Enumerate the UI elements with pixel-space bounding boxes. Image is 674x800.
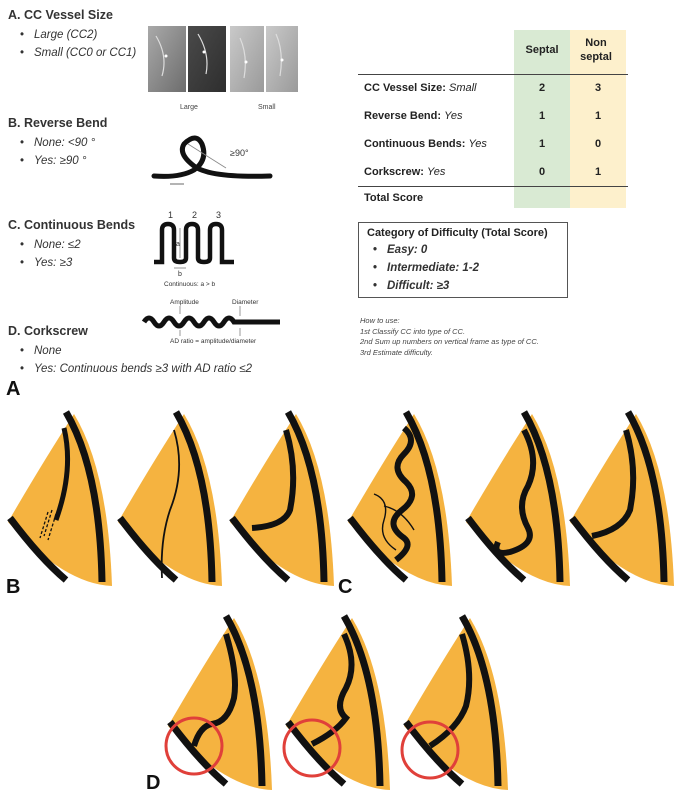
heart-schematic-b1 [7, 410, 112, 586]
continuous-bends-title: C. Continuous Bends [8, 218, 136, 232]
septal-header: Septal [525, 44, 559, 56]
septal-value: 2 [538, 82, 546, 94]
vessel-size-list: Large (CC2) Small (CC0 or CC1) [14, 26, 136, 62]
table-row-label: Corkscrew: Yes [364, 166, 446, 178]
non-septal-value: 0 [594, 138, 602, 150]
non-septal-value: 1 [594, 166, 602, 178]
panel-b-letter: B [6, 576, 21, 598]
angiogram-large-1 [148, 26, 186, 92]
corkscrew-list: None Yes: Continuous bends ≥3 with AD ra… [14, 342, 344, 378]
ad-ratio-caption: AD ratio = amplitude/diameter [170, 338, 257, 345]
highlight-circle [164, 716, 224, 776]
panel-a-letter: A [6, 378, 21, 400]
vessel-size-item: Small (CC0 or CC1) [14, 44, 136, 62]
how-to-step: 3rd Estimate difficulty. [360, 347, 433, 357]
caption-small: Small [258, 104, 276, 111]
highlight-circle [400, 720, 460, 780]
angiogram-thumbnails [148, 26, 298, 92]
corkscrew-item: None [14, 342, 344, 360]
diameter-label: Diameter [232, 299, 259, 306]
table-row-label: Continuous Bends: Yes [364, 138, 487, 150]
corkscrew-item: Yes: Continuous bends ≥3 with AD ratio ≤… [14, 360, 344, 378]
heart-schematic-d2 [282, 614, 390, 790]
difficulty-item: Easy: 0 [367, 241, 559, 259]
difficulty-item: Intermediate: 1-2 [367, 259, 559, 277]
bend-number: 2 [192, 210, 197, 220]
caption-large: Large [180, 104, 198, 111]
heart-schematic-c1 [347, 410, 452, 586]
heart-schematic-c3 [569, 410, 674, 586]
difficulty-box: Category of Difficulty (Total Score) Eas… [358, 222, 568, 298]
how-to-title: How to use: [360, 316, 400, 325]
heart-schematic-d1 [164, 614, 272, 790]
reverse-bend-diagram: ≥90° [151, 135, 273, 185]
how-to-step: 1st Classify CC into type of CC. [360, 326, 466, 336]
non-septal-column-bg [570, 30, 626, 208]
score-table: Septal Non septal CC Vessel Size: Small … [358, 30, 638, 210]
table-row-label: CC Vessel Size: Small [364, 82, 477, 94]
table-rule-top [358, 74, 628, 75]
non-septal-value: 1 [594, 110, 602, 122]
bend-number: 3 [216, 210, 221, 220]
angle-label: ≥90° [230, 148, 249, 158]
reverse-bend-title: B. Reverse Bend [8, 116, 108, 130]
panel-c-letter: C [338, 576, 353, 598]
difficulty-list: Easy: 0 Intermediate: 1-2 Difficult: ≥3 [367, 241, 559, 295]
non-septal-value: 3 [594, 82, 602, 94]
continuous-bends-diagram: 1 2 3 a b Continuous: a > b [154, 210, 234, 288]
amplitude-label: Amplitude [170, 299, 199, 306]
septal-column-bg [514, 30, 570, 208]
septal-value: 1 [538, 138, 546, 150]
b-label: b [178, 271, 182, 278]
continuous-bends-item: Yes: ≥3 [14, 254, 81, 272]
vessel-size-title: A. CC Vessel Size [8, 8, 113, 22]
reverse-bend-item: Yes: ≥90 ° [14, 152, 95, 170]
heart-schematic-b2 [117, 410, 222, 586]
septal-value: 0 [538, 166, 546, 178]
table-rule-bottom [358, 186, 628, 187]
continuous-bends-item: None: ≤2 [14, 236, 81, 254]
how-to-use: How to use: 1st Classify CC into type of… [360, 316, 539, 358]
reverse-bend-item: None: <90 ° [14, 134, 95, 152]
panels-b-c [7, 410, 674, 586]
bend-number: 1 [168, 210, 173, 220]
how-to-step: 2nd Sum up numbers on vertical frame as … [360, 337, 539, 346]
panel-d [164, 614, 508, 790]
highlight-circle [282, 718, 342, 778]
continuous-caption: Continuous: a > b [164, 281, 216, 288]
table-row-label: Reverse Bend: Yes [364, 110, 463, 122]
corkscrew-title: D. Corkscrew [8, 324, 88, 338]
a-label: a [176, 241, 180, 248]
reverse-bend-list: None: <90 ° Yes: ≥90 ° [14, 134, 95, 170]
panel-d-letter: D [146, 772, 161, 794]
heart-schematic-d3 [400, 614, 508, 790]
continuous-bends-list: None: ≤2 Yes: ≥3 [14, 236, 81, 272]
difficulty-title: Category of Difficulty (Total Score) [367, 227, 548, 239]
total-score-label: Total Score [364, 192, 424, 204]
non-septal-header: Non septal [580, 37, 612, 63]
heart-schematic-b3 [229, 410, 334, 586]
septal-value: 1 [538, 110, 546, 122]
difficulty-item: Difficult: ≥3 [367, 277, 559, 295]
vessel-size-item: Large (CC2) [14, 26, 136, 44]
angiogram-small-1 [230, 26, 264, 92]
corkscrew-diagram: Amplitude Diameter AD ratio = amplitude/… [141, 299, 280, 345]
heart-schematic-c2 [465, 410, 570, 586]
